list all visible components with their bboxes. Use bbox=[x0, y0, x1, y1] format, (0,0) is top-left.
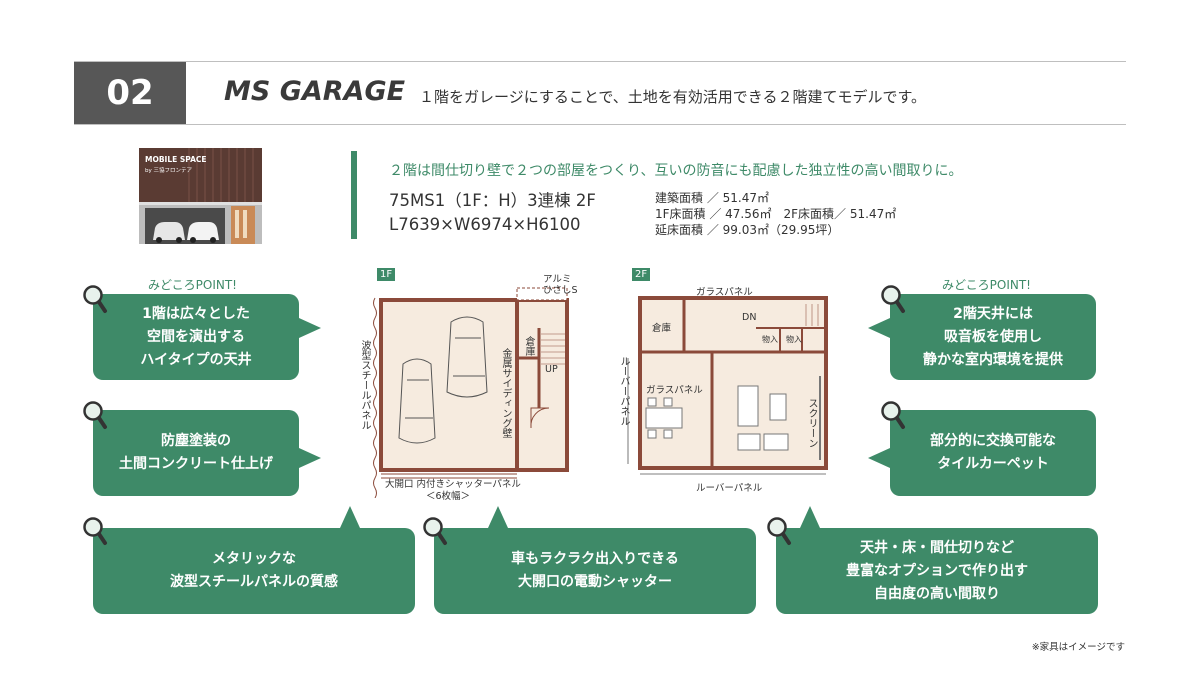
inner-glass-panel-label: ガラスパネル bbox=[646, 385, 703, 396]
storage-1f-label: 倉庫 bbox=[523, 336, 534, 356]
spec-accent-bar bbox=[351, 151, 357, 239]
left-point-label: みどころPOINT! bbox=[148, 278, 237, 292]
stair-up-label: UP bbox=[545, 364, 558, 375]
bubble-tail bbox=[488, 506, 508, 528]
model-dimensions: L7639×W6974×H6100 bbox=[389, 215, 581, 234]
header-top-rule bbox=[74, 61, 1126, 62]
section-number: 02 bbox=[74, 62, 186, 124]
garage-thumbnail-illustration: MOBILE SPACE by 三協フロンテア bbox=[139, 148, 262, 244]
footnote: ※家具はイメージです bbox=[1031, 642, 1125, 653]
point-bubble-sound-absorbing: 2階天井には 吸音板を使用し 静かな室内環境を提供 bbox=[890, 294, 1096, 380]
bottom-louver-panel-label: ルーバーパネル bbox=[696, 483, 763, 494]
floor-plan-2f: 2F ガラスパネル 倉庫 DN 物入 物入 ルーバーパネル ガラスパネル スクリ… bbox=[618, 268, 835, 494]
point-bubble-dustproof-floor: 防塵塗装の 土間コンクリート仕上げ bbox=[93, 410, 299, 496]
magnifier-icon bbox=[766, 516, 792, 546]
shutter-sub-label: ＜6枚幅＞ bbox=[426, 491, 471, 502]
closet-2-label: 物入 bbox=[786, 335, 802, 344]
magnifier-icon bbox=[82, 516, 108, 546]
storage-2f-label: 倉庫 bbox=[652, 323, 672, 334]
bubble-tail bbox=[340, 506, 360, 528]
top-glass-panel-label: ガラスパネル bbox=[696, 287, 753, 298]
floor-area: 1F床面積 ／ 47.56㎡ 2F床面積／ 51.47㎡ bbox=[655, 207, 897, 221]
spec-lead-text: ２階は間仕切り壁で２つの部屋をつくり、互いの防音にも配慮した独立性の高い間取りに… bbox=[389, 163, 963, 179]
bubble-tail bbox=[868, 448, 890, 468]
point-bubble-electric-shutter: 車もラクラク出入りできる 大開口の電動シャッター bbox=[434, 528, 756, 614]
plan-2f-label: 2F bbox=[632, 268, 651, 281]
model-name: 75MS1（1F：H）3連棟 2F bbox=[389, 191, 596, 210]
corrugated-wall-label: 波型スチールパネル bbox=[359, 340, 370, 430]
magnifier-icon bbox=[880, 284, 906, 314]
plan-1f-label: 1F bbox=[377, 268, 396, 281]
floor-plan-1f: 1F アルミ ひさしS 波型スチールパネル 金属サイディング壁 倉庫 UP bbox=[355, 268, 585, 499]
magnifier-icon bbox=[422, 516, 448, 546]
shutter-label: 大開口 内付きシャッターパネル bbox=[385, 479, 521, 490]
point-bubble-tile-carpet: 部分的に交換可能な タイルカーペット bbox=[890, 410, 1096, 496]
bubble-tail bbox=[299, 318, 321, 338]
page-title: MS GARAGE bbox=[224, 76, 406, 107]
thumbnail-sign: MOBILE SPACE bbox=[145, 155, 207, 164]
right-point-label: みどころPOINT! bbox=[942, 278, 1031, 292]
awning-label: アルミ ひさしS bbox=[543, 274, 578, 296]
total-area: 延床面積 ／ 99.03㎡（29.95坪） bbox=[655, 223, 840, 237]
building-area: 建築面積 ／ 51.47㎡ bbox=[655, 191, 769, 205]
point-bubble-high-ceiling: 1階は広々とした 空間を演出する ハイタイプの天井 bbox=[93, 294, 299, 380]
magnifier-icon bbox=[880, 400, 906, 430]
left-louver-panel-label: ルーバーパネル bbox=[618, 356, 629, 426]
closet-1-label: 物入 bbox=[762, 335, 778, 344]
bubble-tail bbox=[299, 448, 321, 468]
stair-down-label: DN bbox=[742, 312, 757, 323]
screen-label: スクリーン bbox=[806, 398, 817, 448]
bubble-tail bbox=[800, 506, 820, 528]
page-tagline: １階をガレージにすることで、土地を有効活用できる２階建てモデルです。 bbox=[419, 88, 927, 106]
point-bubble-metallic-panel: メタリックな 波型スチールパネルの質感 bbox=[93, 528, 415, 614]
bubble-tail bbox=[868, 318, 890, 338]
point-bubble-flexible-options: 天井・床・間仕切りなど 豊富なオプションで作り出す 自由度の高い間取り bbox=[776, 528, 1098, 614]
spec-areas: 建築面積 ／ 51.47㎡ 1F床面積 ／ 47.56㎡ 2F床面積／ 51.4… bbox=[655, 190, 896, 238]
spec-model: 75MS1（1F：H）3連棟 2F L7639×W6974×H6100 bbox=[389, 189, 596, 237]
header-bottom-rule bbox=[74, 124, 1126, 125]
thumbnail-sign-sub: by 三協フロンテア bbox=[145, 168, 192, 174]
magnifier-icon bbox=[82, 284, 108, 314]
metal-siding-label: 金属サイディング壁 bbox=[500, 348, 511, 438]
magnifier-icon bbox=[82, 400, 108, 430]
